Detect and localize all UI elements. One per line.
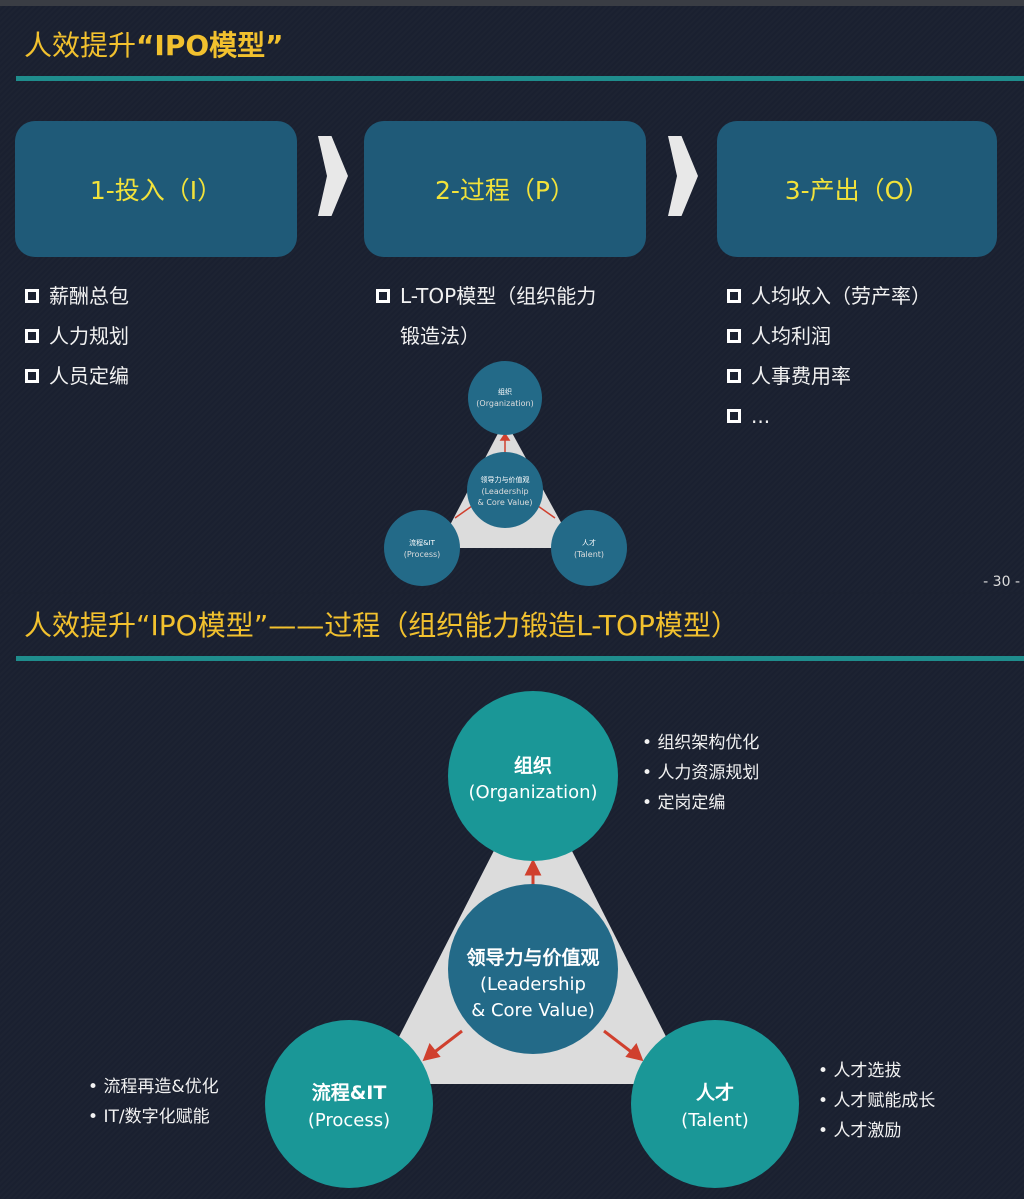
title-rule: [16, 656, 1024, 661]
ltop-mini-diagram: 组织 (Organization) 领导力与价值观 (Leadership & …: [384, 361, 627, 586]
list-item: 人员定编: [25, 356, 129, 396]
stage-process: 2-过程（P）: [364, 121, 646, 257]
list-item: 锻造法）: [400, 324, 480, 348]
node-talent: 人才 (Talent): [551, 510, 627, 586]
list-item: 组织架构优化: [642, 728, 759, 758]
node-process: 流程&IT (Process): [265, 1020, 433, 1188]
slide-ipo-model: 人效提升“IPO模型” 1-投入（I） 2-过程（P） 3-产出（O） 薪酬总包…: [0, 6, 1024, 592]
list-item: IT/数字化赋能: [88, 1102, 219, 1132]
stage-output: 3-产出（O）: [717, 121, 997, 257]
process-bullets: 流程再造&优化 IT/数字化赋能: [88, 1072, 219, 1132]
svg-text:组织: 组织: [514, 754, 552, 777]
checkbox-icon: [25, 329, 39, 343]
org-bullets: 组织架构优化 人力资源规划 定岗定编: [642, 728, 759, 818]
list-item: 人均收入（劳产率）: [727, 276, 931, 316]
page-number: - 30 -: [983, 574, 1020, 590]
list-item: L-TOP模型（组织能力: [376, 276, 596, 316]
node-core: 领导力与价值观 (Leadership & Core Value): [448, 884, 618, 1054]
svg-text:领导力与价值观: 领导力与价值观: [466, 946, 599, 969]
svg-text:人才: 人才: [582, 538, 596, 547]
list-item: 人均利润: [727, 316, 931, 356]
list-item: 薪酬总包: [25, 276, 129, 316]
node-organization: 组织 (Organization): [448, 691, 618, 861]
list-item: 人力规划: [25, 316, 129, 356]
svg-text:(Process): (Process): [308, 1110, 390, 1131]
svg-text:(Organization): (Organization): [476, 399, 533, 408]
list-item: 人才赋能成长: [818, 1086, 935, 1116]
list-item: 人事费用率: [727, 356, 931, 396]
input-list: 薪酬总包 人力规划 人员定编: [25, 276, 129, 396]
svg-text:(Talent): (Talent): [681, 1110, 749, 1131]
stage-input: 1-投入（I）: [15, 121, 297, 257]
node-core: 领导力与价值观 (Leadership & Core Value): [467, 452, 543, 528]
checkbox-icon: [727, 369, 741, 383]
checkbox-icon: [727, 289, 741, 303]
slide-ltop-model: 人效提升“IPO模型”——过程（组织能力锻造L-TOP模型） 组织 (Organ…: [0, 594, 1024, 1199]
checkbox-icon: [25, 369, 39, 383]
svg-text:(Talent): (Talent): [574, 550, 604, 559]
checkbox-icon: [376, 289, 390, 303]
svg-text:领导力与价值观: 领导力与价值观: [481, 475, 530, 484]
node-process: 流程&IT (Process): [384, 510, 460, 586]
checkbox-icon: [727, 409, 741, 423]
window-top-bar: [0, 0, 1024, 6]
checkbox-icon: [727, 329, 741, 343]
output-list: 人均收入（劳产率） 人均利润 人事费用率 ...: [727, 276, 931, 436]
svg-text:组织: 组织: [498, 387, 512, 396]
list-item: 人才选拔: [818, 1056, 935, 1086]
list-item: 流程再造&优化: [88, 1072, 218, 1102]
talent-bullets: 人才选拔 人才赋能成长 人才激励: [818, 1056, 935, 1146]
checkbox-icon: [25, 289, 39, 303]
list-item: 人才激励: [818, 1116, 935, 1146]
list-item: ...: [727, 396, 931, 436]
svg-text:(Organization): (Organization): [468, 782, 597, 803]
svg-text:流程&IT: 流程&IT: [312, 1081, 387, 1104]
list-item: 定岗定编: [642, 788, 759, 818]
svg-text:(Leadership: (Leadership: [481, 487, 528, 496]
title-rule: [16, 76, 1024, 81]
svg-text:人才: 人才: [696, 1081, 734, 1104]
svg-text:流程&IT: 流程&IT: [409, 538, 436, 547]
slide-title: 人效提升“IPO模型”: [24, 29, 284, 62]
svg-text:(Leadership: (Leadership: [480, 974, 586, 995]
list-item: 人力资源规划: [642, 758, 759, 788]
svg-text:(Process): (Process): [404, 550, 441, 559]
svg-text:& Core Value): & Core Value): [478, 498, 533, 507]
svg-text:& Core Value): & Core Value): [471, 1000, 595, 1021]
ltop-diagram: 组织 (Organization) 领导力与价值观 (Leadership & …: [265, 691, 799, 1188]
node-talent: 人才 (Talent): [631, 1020, 799, 1188]
process-list: L-TOP模型（组织能力 锻造法）: [376, 276, 596, 356]
slide-title: 人效提升“IPO模型”——过程（组织能力锻造L-TOP模型）: [24, 609, 739, 642]
node-organization: 组织 (Organization): [468, 361, 542, 435]
